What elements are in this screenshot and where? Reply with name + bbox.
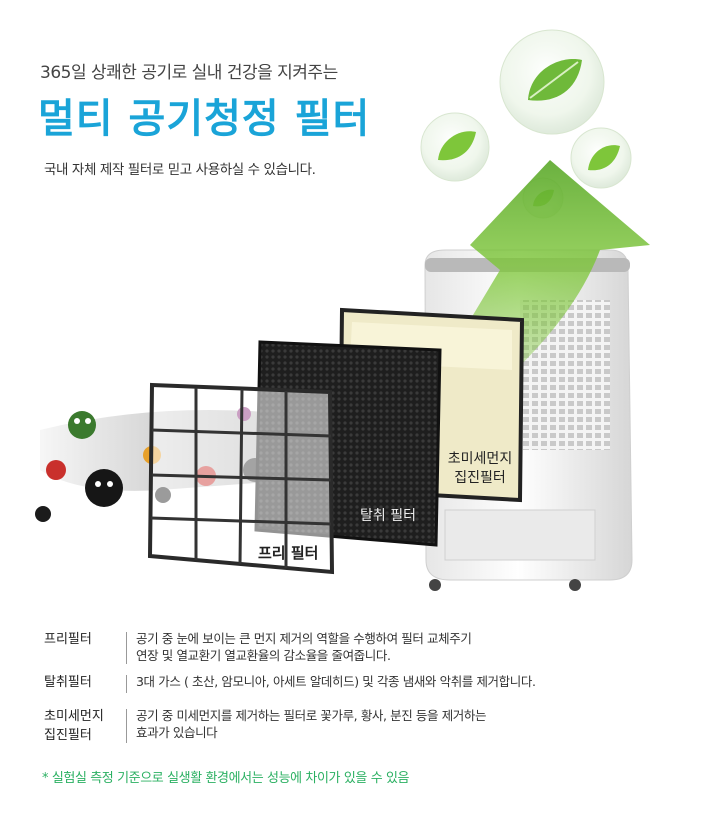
spec-text-line2: 효과가 있습니다: [136, 725, 218, 740]
prefilter-label: 프리 필터: [258, 544, 319, 562]
spec-text-line1: 3대 가스 ( 초산, 암모니아, 아세트 알데히드) 및 각종 냄새와 악취를…: [136, 674, 536, 689]
spec-text: 3대 가스 ( 초산, 암모니아, 아세트 알데히드) 및 각종 냄새와 악취를…: [136, 673, 656, 690]
spec-row-prefilter: 프리필터 공기 중 눈에 보이는 큰 먼지 제거의 역할을 수행하여 필터 교체…: [44, 630, 684, 666]
deodorizing-filter-label: 탈취 필터: [360, 508, 416, 524]
subtitle: 365일 상쾌한 공기로 실내 건강을 지켜주는: [40, 63, 338, 83]
divider: [126, 709, 127, 743]
leaf-bubble-left: [420, 112, 490, 182]
spec-text: 공기 중 눈에 보이는 큰 먼지 제거의 역할을 수행하여 필터 교체주기 연장…: [136, 630, 656, 664]
spec-row-deodorizing: 탈취필터 3대 가스 ( 초산, 암모니아, 아세트 알데히드) 및 각종 냄새…: [44, 673, 684, 695]
description: 국내 자체 제작 필터로 믿고 사용하실 수 있습니다.: [44, 162, 316, 178]
spec-name: 초미세먼지 집진필터: [44, 707, 124, 745]
spec-name: 프리필터: [44, 632, 92, 647]
spec-text-line1: 공기 중 미세먼지를 제거하는 필터로 꽃가루, 황사, 분진 등을 제거하는: [136, 708, 487, 723]
product-illustration: 프리 필터 탈취 필터 초미세먼지 집진필터: [35, 29, 650, 591]
hepa-label-line1: 초미세먼지: [447, 451, 513, 467]
page-title: 멀티 공기청정 필터: [38, 96, 371, 142]
spec-name-line2: 집진필터: [44, 728, 92, 743]
divider: [126, 675, 127, 693]
leaf-bubble-right: [570, 127, 632, 189]
hepa-label-line2: 집진필터: [454, 470, 506, 486]
hepa-filter-label: 초미세먼지 집진필터: [440, 450, 520, 488]
leaf-bubble-large: [499, 29, 605, 135]
illustration-svg: [35, 29, 650, 591]
footnote: * 실험실 측정 기준으로 실생활 환경에서는 성능에 차이가 있을 수 있음: [42, 771, 410, 786]
spec-text: 공기 중 미세먼지를 제거하는 필터로 꽃가루, 황사, 분진 등을 제거하는 …: [136, 707, 656, 741]
spec-text-line2: 연장 및 열교환기 열교환율의 감소율을 줄여줍니다.: [136, 648, 391, 663]
spec-name: 탈취필터: [44, 675, 92, 690]
divider: [126, 632, 127, 664]
spec-text-line1: 공기 중 눈에 보이는 큰 먼지 제거의 역할을 수행하여 필터 교체주기: [136, 631, 472, 646]
spec-row-hepa: 초미세먼지 집진필터 공기 중 미세먼지를 제거하는 필터로 꽃가루, 황사, …: [44, 707, 684, 747]
spec-name-line1: 초미세먼지: [44, 709, 104, 724]
pre-filter: [147, 382, 335, 575]
